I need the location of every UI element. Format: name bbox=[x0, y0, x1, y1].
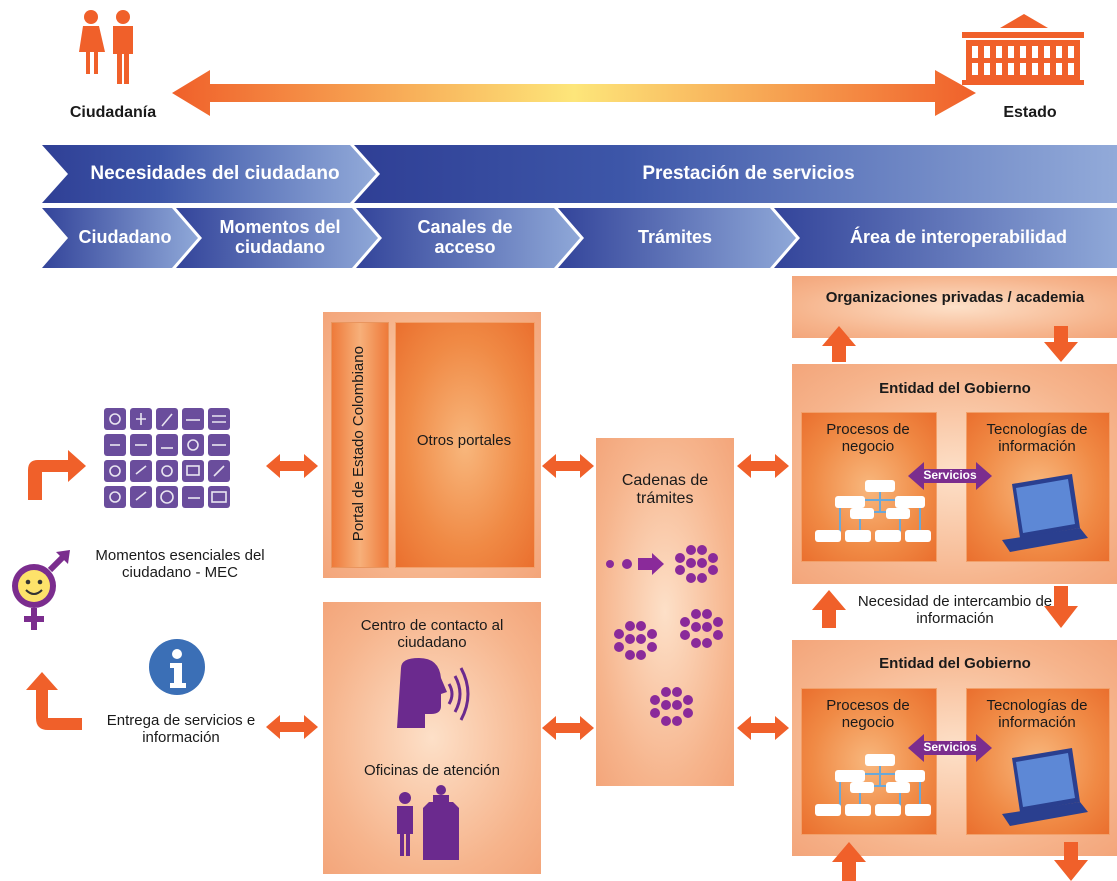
arrow-down-between-entities bbox=[1044, 586, 1078, 628]
people-icon bbox=[79, 10, 133, 84]
entidad-label-2: Entidad del Gobierno bbox=[879, 655, 1031, 672]
top-graphics bbox=[79, 10, 1084, 116]
tramites-graphics bbox=[606, 545, 723, 726]
portal-estado-label-wrap: Portal de Estado Colombiano bbox=[331, 322, 387, 566]
band-tramites-label: Trámites bbox=[637, 227, 713, 248]
estado-label: Estado bbox=[1003, 104, 1057, 121]
organizaciones-label: Organizaciones privadas / academia bbox=[825, 289, 1085, 306]
contact-graphics bbox=[397, 658, 470, 860]
mec-label: Momentos esenciales del ciudadano - MEC bbox=[95, 547, 265, 582]
arrow-mec-to-portals bbox=[266, 454, 318, 478]
arrow-down-bottom bbox=[1054, 842, 1088, 881]
arrow-portals-to-tramites bbox=[542, 454, 594, 478]
channel-tramite-arrows bbox=[542, 454, 594, 740]
band-interoperabilidad bbox=[774, 208, 1117, 268]
band-necesidades bbox=[42, 145, 376, 203]
arrow-up-to-organizaciones bbox=[822, 326, 856, 362]
servicios-label-2: Servicios bbox=[923, 740, 977, 754]
speaking-head-icon bbox=[397, 658, 470, 728]
arrow-up-bottom bbox=[832, 842, 866, 881]
servicios-arrow-2 bbox=[908, 734, 992, 762]
entrega-label: Entrega de servicios e información bbox=[106, 712, 256, 747]
service-counter-icon bbox=[397, 785, 459, 860]
bent-arrow-to-citizen bbox=[26, 672, 82, 730]
citizen-smiley-icon bbox=[12, 550, 70, 630]
tramite-cluster-3 bbox=[680, 609, 723, 648]
laptop-icon-2 bbox=[1002, 748, 1088, 826]
arrow-up-between-entities bbox=[812, 590, 846, 628]
laptop-icon-1 bbox=[1002, 474, 1088, 552]
band-ciudadano bbox=[42, 208, 198, 268]
bent-arrow-to-mec bbox=[28, 450, 86, 500]
ciudadania-label: Ciudadanía bbox=[69, 104, 157, 121]
otros-portales-box bbox=[395, 322, 535, 568]
band-canales bbox=[356, 208, 580, 268]
band-ciudadano-label: Ciudadano bbox=[78, 227, 172, 248]
entidad-label-1: Entidad del Gobierno bbox=[879, 380, 1031, 397]
government-building-icon bbox=[962, 14, 1084, 85]
servicios-arrow-1 bbox=[908, 462, 992, 490]
procesos-label-2: Procesos de negocio bbox=[826, 697, 910, 732]
oficinas-label: Oficinas de atención bbox=[364, 762, 500, 779]
info-icon bbox=[149, 639, 205, 695]
band-momentos bbox=[176, 208, 378, 268]
arrow-tramites-to-entidad-1 bbox=[737, 454, 789, 478]
citizen-state-double-arrow bbox=[172, 70, 976, 116]
portal-estado-box bbox=[331, 322, 389, 568]
otros-portales-label: Otros portales bbox=[416, 432, 512, 449]
necesidad-label: Necesidad de intercambio de información bbox=[850, 593, 1060, 628]
band-interoperabilidad-label: Área de interoperabilidad bbox=[849, 227, 1068, 248]
left-graphics bbox=[12, 408, 318, 739]
procesos-label-1: Procesos de negocio bbox=[826, 421, 910, 456]
centro-contacto-label: Centro de contacto al ciudadano bbox=[360, 617, 504, 652]
arrow-tramites-to-entidad-2 bbox=[737, 716, 789, 740]
band-momentos-label: Momentos del ciudadano bbox=[219, 217, 341, 257]
interop-graphics bbox=[812, 326, 1088, 881]
tecnologias-label-2: Tecnologías de información bbox=[986, 697, 1088, 732]
band-shapes bbox=[42, 145, 1117, 268]
arrow-entrega-to-contact bbox=[266, 715, 318, 739]
tramite-cluster-2 bbox=[614, 621, 657, 660]
band-prestacion bbox=[354, 145, 1117, 203]
band-canales-label: Canales de acceso bbox=[417, 217, 513, 257]
portal-estado-label: Portal de Estado Colombiano bbox=[350, 346, 368, 542]
mec-icon-grid bbox=[104, 408, 230, 508]
band-tramites bbox=[558, 208, 796, 268]
org-chart-icon-1 bbox=[815, 480, 931, 542]
tramite-interop-arrows bbox=[737, 454, 789, 740]
org-chart-icon-2 bbox=[815, 754, 931, 816]
cadenas-label: Cadenas de trámites bbox=[621, 472, 709, 508]
band-necesidades-label: Necesidades del ciudadano bbox=[90, 162, 340, 184]
arrow-contact-to-tramites bbox=[542, 716, 594, 740]
tramite-cluster-4 bbox=[650, 687, 693, 726]
tecnologias-label-1: Tecnologías de información bbox=[986, 421, 1088, 456]
band-prestacion-label: Prestación de servicios bbox=[642, 162, 855, 184]
arrow-down-from-organizaciones bbox=[1044, 326, 1078, 362]
chain-arrow-icon bbox=[606, 553, 664, 575]
tramite-cluster-1 bbox=[675, 545, 718, 583]
servicios-label-1: Servicios bbox=[923, 468, 977, 482]
